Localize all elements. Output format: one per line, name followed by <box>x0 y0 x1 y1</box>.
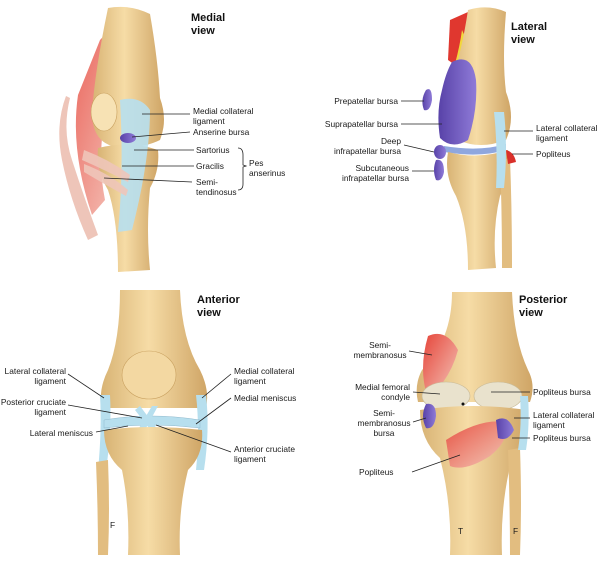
anterior-tibia <box>104 427 203 555</box>
anterior-view-illustration <box>96 290 208 555</box>
label-deep-infrapatellar-bursa: Deep infrapatellar bursa <box>333 136 401 156</box>
lateral-tibia <box>447 150 509 270</box>
posterior-view-title: Posterior view <box>519 294 568 319</box>
label-popliteus-lateral: Popliteus <box>536 149 571 159</box>
label-medial-meniscus: Medial meniscus <box>234 393 297 403</box>
posterior-popliteus-muscle <box>446 421 507 468</box>
label-pes-anserinus: Pes anserinus <box>249 158 286 178</box>
medial-pes-tendons <box>82 150 130 196</box>
label-posterior-lateral-collateral-ligament: Lateral collateral ligament <box>533 410 595 430</box>
label-anserine-bursa: Anserine bursa <box>193 127 250 137</box>
leader-lines <box>67 100 533 473</box>
label-medial-collateral-ligament: Medial collateral ligament <box>193 106 254 126</box>
label-anterior-fibula-letter: F <box>110 520 116 530</box>
medial-view-illustration <box>59 6 164 272</box>
label-lateral-meniscus: Lateral meniscus <box>29 428 93 438</box>
label-popliteus-bursa-lower: Popliteus bursa <box>533 433 591 443</box>
label-posterior-tibia-letter: T <box>458 526 464 536</box>
lateral-prepatellar-bursa-shape <box>422 89 432 111</box>
label-semimembranosus: Semi- membranosus <box>353 340 407 360</box>
label-popliteus-posterior: Popliteus <box>359 467 394 477</box>
medial-anserine-bursa-shape <box>120 133 136 143</box>
label-gracilis: Gracilis <box>196 161 224 171</box>
label-subcutaneous-infrapatellar-bursa: Subcutaneous infrapatellar bursa <box>341 163 409 183</box>
posterior-popliteus-bursa-shape <box>496 418 514 439</box>
label-semimembranosus-bursa: Semi- membranosus bursa <box>357 408 411 438</box>
posterior-semimembranosus-bursa-shape <box>423 403 436 429</box>
posterior-view-illustration <box>416 292 533 555</box>
label-sartorius: Sartorius <box>196 145 230 155</box>
label-anterior-lateral-collateral-ligament: Lateral collateral ligament <box>4 366 66 386</box>
medial-quadriceps-tendon <box>59 96 98 240</box>
anterior-view-title: Anterior view <box>197 294 240 319</box>
label-popliteus-bursa-upper: Popliteus bursa <box>533 387 591 397</box>
label-anterior-cruciate-ligament: Anterior cruciate ligament <box>234 444 295 464</box>
lateral-joint-line <box>444 144 506 155</box>
label-posterior-fibula-letter: F <box>513 526 519 536</box>
label-semitendinosus: Semi- tendinosus <box>196 177 237 197</box>
medial-collateral-ligament-shape <box>118 98 150 232</box>
posterior-lateral-collateral <box>518 396 529 450</box>
lateral-view-title: Lateral view <box>511 21 548 46</box>
posterior-lateral-condyle <box>473 381 523 411</box>
label-lateral-collateral-ligament: Lateral collateral ligament <box>536 123 598 143</box>
posterior-fibula <box>508 448 521 555</box>
lateral-suprapatellar-bursa-shape <box>438 59 477 145</box>
posterior-intercondylar-dot <box>461 402 465 406</box>
label-medial-femoral-condyle: Medial femoral condyle <box>355 382 410 402</box>
medial-view-title: Medial view <box>191 12 226 37</box>
lateral-deep-infrapatellar-bursa-shape <box>434 145 446 159</box>
lateral-subcutaneous-bursa-shape <box>434 159 444 181</box>
medial-patella <box>90 92 118 132</box>
anterior-patella <box>121 350 177 400</box>
lateral-popliteus-shape <box>506 150 516 164</box>
label-posterior-cruciate-ligament: Posterior cruciate ligament <box>0 397 66 417</box>
lateral-view-illustration <box>422 7 516 270</box>
label-anterior-medial-collateral-ligament: Medial collateral ligament <box>234 366 295 386</box>
anterior-cruciates <box>135 406 158 432</box>
posterior-semimembranosus-muscle <box>423 333 458 398</box>
lateral-collateral-ligament-shape <box>494 112 506 188</box>
label-prepatellar-bursa: Prepatellar bursa <box>334 96 398 106</box>
anterior-fibula <box>96 460 109 555</box>
label-suprapatellar-bursa: Suprapatellar bursa <box>324 119 398 129</box>
